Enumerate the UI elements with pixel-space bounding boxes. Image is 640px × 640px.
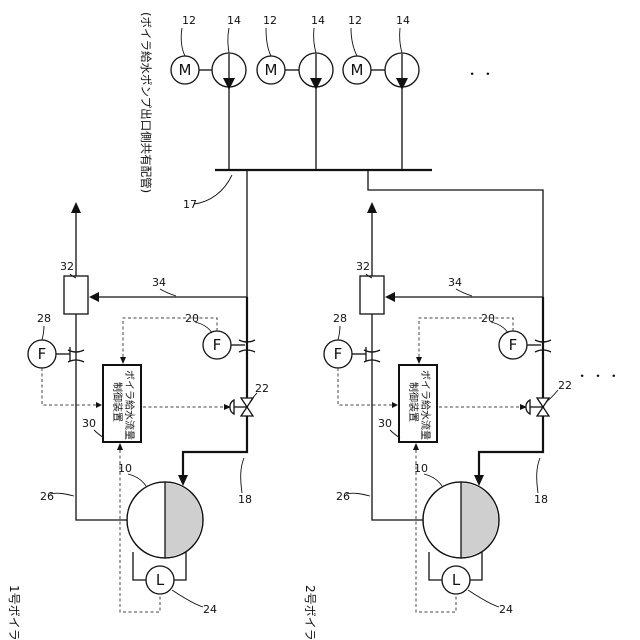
attemperator bbox=[64, 276, 88, 314]
attemperator bbox=[360, 276, 384, 314]
motor-2-ref-leader bbox=[266, 28, 271, 56]
attemperator-ref: 32 bbox=[356, 260, 370, 273]
common-header-ref: 17 bbox=[183, 198, 197, 211]
spray-line-arrow bbox=[89, 292, 99, 302]
feedwater-line-ref-leader bbox=[241, 458, 244, 493]
spray-line-ref: 34 bbox=[448, 276, 462, 289]
signal-level-arrow bbox=[413, 443, 419, 450]
more-units-ellipsis: ・ ・ ・ bbox=[576, 369, 620, 383]
motor-3-ref-leader bbox=[351, 28, 357, 56]
pump-group-1: M 12 14 bbox=[171, 14, 246, 90]
controller-label-line2: 制御装置 bbox=[407, 382, 420, 422]
pump-1-ref-leader bbox=[228, 28, 229, 53]
level-meter-label: L bbox=[452, 571, 461, 589]
steam-line-ref: 26 bbox=[40, 490, 54, 503]
signal-steam-flow bbox=[338, 368, 397, 405]
drum-ref: 10 bbox=[118, 462, 132, 475]
level-tap-upper bbox=[133, 552, 146, 580]
pump-1-ref: 14 bbox=[227, 14, 241, 27]
controller-ref: 30 bbox=[378, 417, 392, 430]
level-ref-leader bbox=[172, 590, 203, 607]
valve-ref: 22 bbox=[255, 382, 269, 395]
steam-flow-ref: 28 bbox=[333, 312, 347, 325]
steam-flow-ref: 28 bbox=[37, 312, 51, 325]
pump-2-ref: 14 bbox=[311, 14, 325, 27]
feed-flow-meter-label: F bbox=[213, 336, 222, 354]
pump-3-ref: 14 bbox=[396, 14, 410, 27]
controller-label-line1: ボイラ給水流量 bbox=[123, 370, 136, 440]
pump-group-2: M 12 14 bbox=[257, 14, 333, 90]
motor-3-ref: 12 bbox=[348, 14, 362, 27]
drum-ref: 10 bbox=[414, 462, 428, 475]
signal-level-arrow bbox=[117, 443, 123, 450]
level-ref: 24 bbox=[499, 603, 513, 616]
feed-flow-meter-label: F bbox=[509, 336, 518, 354]
spray-line-arrow bbox=[385, 292, 395, 302]
drum-ref-leader bbox=[424, 474, 442, 486]
signal-steam-flow bbox=[42, 368, 101, 405]
level-tap-upper bbox=[429, 552, 442, 580]
more-pumps-ellipsis: ・ ・ bbox=[466, 67, 494, 81]
boiler-unit-1: 26 F 28 32 34 18 F 20 bbox=[7, 202, 269, 640]
steam-outlet-arrow bbox=[367, 202, 377, 213]
steam-line-ref: 26 bbox=[336, 490, 350, 503]
controller-label-line1: ボイラ給水流量 bbox=[419, 370, 432, 440]
controller-label-line2: 制御装置 bbox=[111, 382, 124, 422]
spray-line-ref-leader bbox=[160, 289, 176, 296]
motor-3-label: M bbox=[351, 61, 364, 79]
feedwater-line-ref: 18 bbox=[534, 493, 548, 506]
pump-group-3: M 12 14 bbox=[343, 14, 419, 90]
boiler-drum-water bbox=[461, 483, 498, 557]
signal-steam-flow-arrow bbox=[96, 402, 102, 408]
spray-line-ref-leader bbox=[456, 289, 472, 296]
steam-flow-meter-label: F bbox=[38, 345, 47, 363]
common-header-label: (ボイラ給水ポンプ出口側共有配管) bbox=[139, 12, 153, 193]
pump-section: M 12 14 M 12 14 M bbox=[139, 12, 543, 297]
valve-ref-leader bbox=[546, 390, 558, 402]
common-header-ref-leader bbox=[194, 175, 232, 204]
motor-1-ref-leader bbox=[181, 28, 185, 56]
signal-steam-flow-arrow bbox=[392, 402, 398, 408]
signal-feed-flow-arrow bbox=[416, 357, 422, 364]
spray-line-ref: 34 bbox=[152, 276, 166, 289]
motor-2-label: M bbox=[265, 61, 278, 79]
pump-2-ref-leader bbox=[314, 28, 316, 53]
motor-2-ref: 12 bbox=[263, 14, 277, 27]
motor-1-label: M bbox=[179, 61, 192, 79]
unit-2-name: 2号ボイラ bbox=[303, 585, 317, 640]
steam-outlet-arrow bbox=[71, 202, 81, 213]
signal-feed-flow-arrow bbox=[120, 357, 126, 364]
attemperator-ref: 32 bbox=[60, 260, 74, 273]
pump-3-ref-leader bbox=[400, 28, 402, 53]
boiler-unit-2: 26 F 28 32 34 18 F 20 22 ボイラ給水流量 bbox=[303, 202, 572, 640]
level-ref-leader bbox=[468, 590, 499, 607]
drum-ref-leader bbox=[128, 474, 146, 486]
steam-flow-ref-leader bbox=[338, 326, 340, 340]
valve-ref: 22 bbox=[558, 379, 572, 392]
feedwater-line-ref: 18 bbox=[238, 493, 252, 506]
steam-flow-ref-leader bbox=[42, 326, 44, 340]
level-ref: 24 bbox=[203, 603, 217, 616]
feedwater-line-ref-leader bbox=[537, 458, 540, 493]
controller-ref: 30 bbox=[82, 417, 96, 430]
unit-1-name: 1号ボイラ bbox=[7, 585, 21, 640]
boiler-drum-water bbox=[165, 483, 202, 557]
steam-flow-meter-label: F bbox=[334, 345, 343, 363]
motor-1-ref: 12 bbox=[182, 14, 196, 27]
level-meter-label: L bbox=[156, 571, 165, 589]
